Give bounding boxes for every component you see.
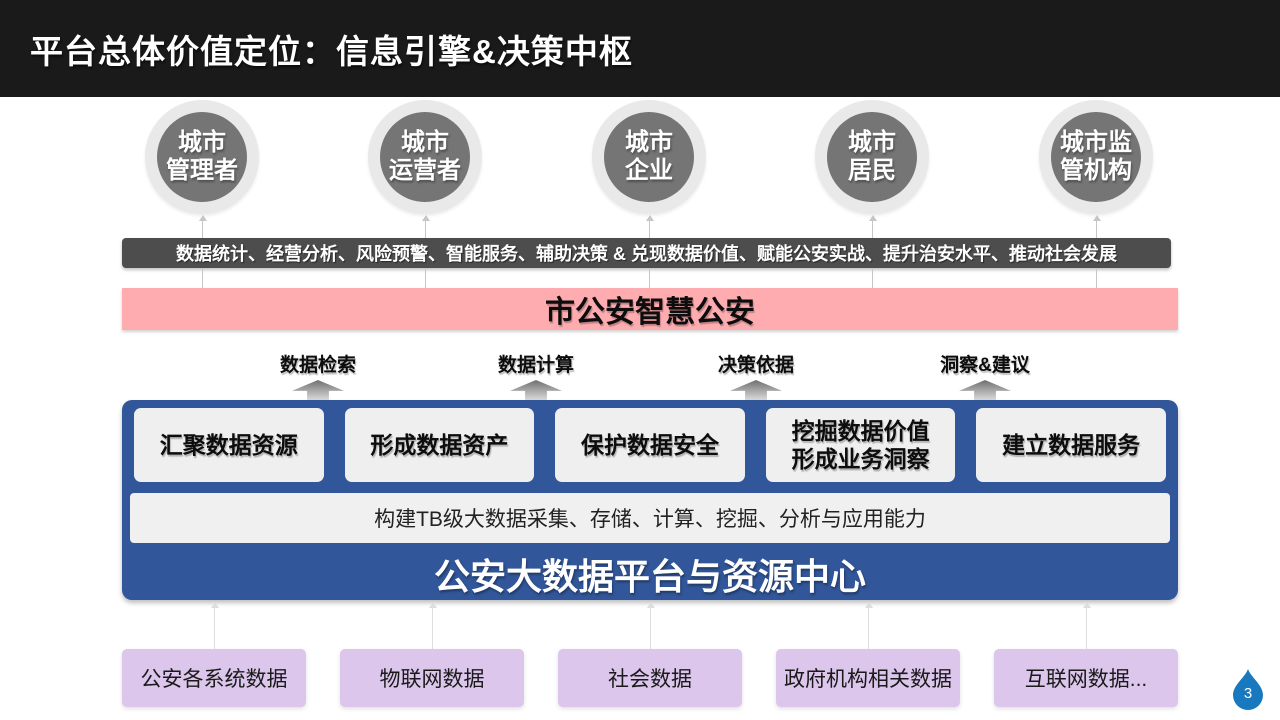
stakeholder-label: 城市监 管机构 bbox=[1051, 112, 1141, 202]
platform-title: 公安大数据平台与资源中心 bbox=[433, 556, 866, 597]
stakeholder-circle-city-enterprises: 城市 企业 bbox=[592, 100, 706, 214]
source-box-iot: 物联网数据 bbox=[340, 649, 524, 707]
flow-decision-basis: 决策依据 bbox=[686, 350, 826, 401]
up-arrow-connector bbox=[1082, 602, 1091, 649]
smart-police-bar: 市公安智慧公安 bbox=[122, 288, 1178, 330]
stakeholder-label: 城市 企业 bbox=[604, 112, 694, 202]
value-statement-bar: 数据统计、经营分析、风险预警、智能服务、辅助决策 & 兑现数据价值、赋能公安实战… bbox=[122, 238, 1171, 268]
stakeholder-label: 城市 运营者 bbox=[380, 112, 470, 202]
line-connector bbox=[649, 269, 650, 288]
page-title: 平台总体价值定位：信息引擎&决策中枢 bbox=[30, 32, 633, 70]
stakeholder-circle-city-regulators: 城市监 管机构 bbox=[1039, 100, 1153, 214]
up-arrow-connector bbox=[210, 602, 219, 649]
up-arrow-connector bbox=[645, 215, 654, 238]
flow-label: 数据检索 bbox=[279, 355, 356, 376]
data-source-row: 公安各系统数据 物联网数据 社会数据 政府机构相关数据 互联网数据... bbox=[122, 649, 1178, 707]
capability-description-bar: 构建TB级大数据采集、存储、计算、挖掘、分析与应用能力 bbox=[130, 493, 1170, 543]
flow-insight-suggestion: 洞察&建议 bbox=[915, 350, 1055, 401]
source-box-internet: 互联网数据... bbox=[994, 649, 1178, 707]
capability-box-build-services: 建立数据服务 bbox=[976, 408, 1166, 482]
page-number: 3 bbox=[1243, 685, 1253, 702]
block-up-arrow-icon bbox=[510, 380, 562, 401]
stakeholder-circle-city-residents: 城市 居民 bbox=[815, 100, 929, 214]
block-up-arrow-icon bbox=[959, 380, 1011, 401]
up-arrow-connector bbox=[428, 602, 437, 649]
up-arrow-connector bbox=[868, 215, 877, 238]
flow-label: 数据计算 bbox=[497, 355, 574, 376]
up-arrow-connector bbox=[198, 215, 207, 238]
source-box-police-systems: 公安各系统数据 bbox=[122, 649, 306, 707]
stakeholder-label: 城市 居民 bbox=[827, 112, 917, 202]
flow-data-computing: 数据计算 bbox=[466, 350, 606, 401]
droplet-icon bbox=[1233, 669, 1263, 710]
up-arrow-connector bbox=[864, 602, 873, 649]
line-connector bbox=[425, 269, 426, 288]
stakeholder-label: 城市 管理者 bbox=[157, 112, 247, 202]
capability-box-row: 汇聚数据资源 形成数据资产 保护数据安全 挖掘数据价值 形成业务洞察 建立数据服… bbox=[134, 408, 1166, 482]
block-up-arrow-icon bbox=[292, 380, 344, 401]
up-arrow-connector bbox=[1092, 215, 1101, 238]
header-bar: 平台总体价值定位：信息引擎&决策中枢 bbox=[0, 0, 1280, 97]
source-box-government: 政府机构相关数据 bbox=[776, 649, 960, 707]
line-connector bbox=[872, 269, 873, 288]
flow-label: 决策依据 bbox=[717, 355, 794, 376]
stakeholder-circle-city-managers: 城市 管理者 bbox=[145, 100, 259, 214]
flow-data-retrieval: 数据检索 bbox=[248, 350, 388, 401]
up-arrow-connector bbox=[646, 602, 655, 649]
up-arrow-connector bbox=[421, 215, 430, 238]
stakeholder-circle-city-operators: 城市 运营者 bbox=[368, 100, 482, 214]
source-box-social: 社会数据 bbox=[558, 649, 742, 707]
capability-box-protect-security: 保护数据安全 bbox=[555, 408, 745, 482]
capability-box-aggregate-data: 汇聚数据资源 bbox=[134, 408, 324, 482]
big-data-platform-container: 汇聚数据资源 形成数据资产 保护数据安全 挖掘数据价值 形成业务洞察 建立数据服… bbox=[122, 400, 1178, 600]
line-connector bbox=[202, 269, 203, 288]
page-number-badge: 3 bbox=[1233, 668, 1263, 710]
flow-label: 洞察&建议 bbox=[940, 355, 1030, 376]
capability-box-form-assets: 形成数据资产 bbox=[344, 408, 535, 482]
block-up-arrow-icon bbox=[730, 380, 782, 401]
capability-box-mine-value: 挖掘数据价值 形成业务洞察 bbox=[765, 408, 956, 482]
line-connector bbox=[1096, 269, 1097, 288]
